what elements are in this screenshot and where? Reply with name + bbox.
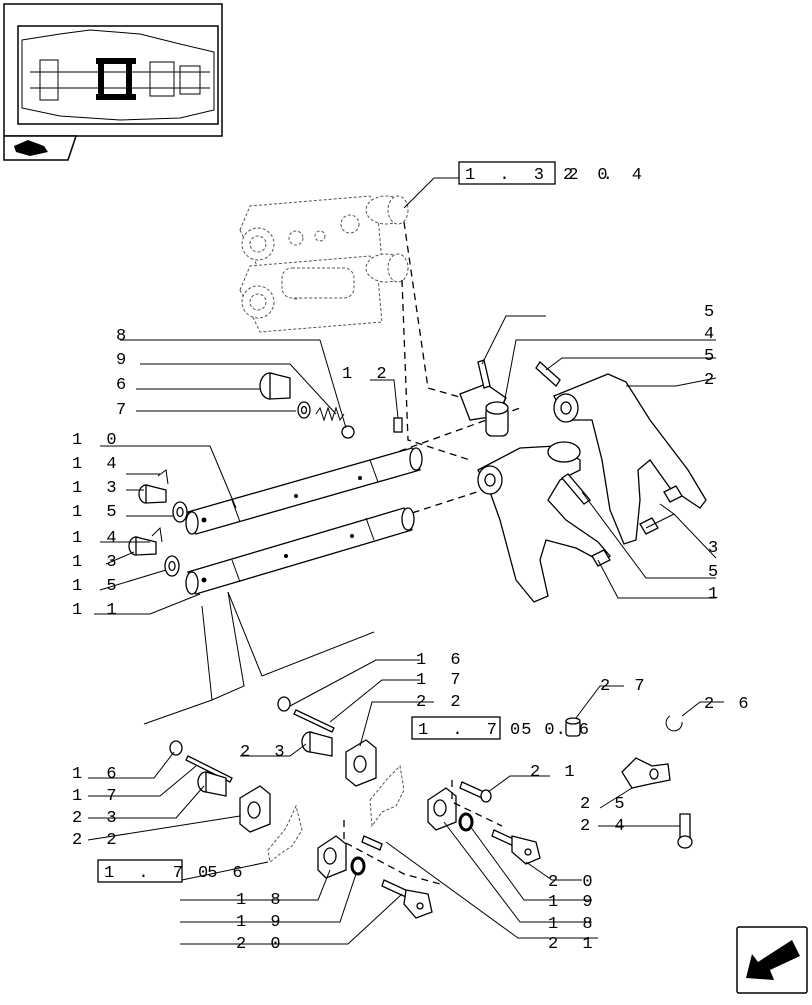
callout-17-upper: 1 7 bbox=[416, 671, 468, 690]
plug-16-lower[interactable] bbox=[169, 740, 183, 756]
lever-22-upper[interactable] bbox=[345, 739, 377, 787]
fork-ref-lower bbox=[267, 804, 303, 863]
callout-14-lower: 1 4 bbox=[72, 529, 124, 548]
callout-11: 1 1 bbox=[72, 601, 124, 620]
callout-19-lower: 1 9 bbox=[236, 913, 288, 932]
callout-20-lower: 2 0 bbox=[236, 935, 288, 954]
detent-plug-6[interactable] bbox=[259, 372, 291, 400]
callout-22-upper: 2 2 bbox=[416, 693, 468, 712]
callout-24: 2 4 bbox=[580, 817, 632, 836]
navigation-arrow-icon[interactable] bbox=[736, 926, 808, 994]
fork-ref-upper bbox=[369, 764, 405, 828]
callout-1: 1 bbox=[708, 585, 725, 604]
callout-8: 8 bbox=[116, 327, 133, 346]
reference-1-75-0-06-lower[interactable]: 1 . 7 5 0 6 bbox=[97, 859, 250, 883]
callout-7: 7 bbox=[116, 401, 133, 420]
callout-9: 9 bbox=[116, 351, 133, 370]
clamp-25[interactable] bbox=[621, 757, 671, 789]
callout-17-lower: 1 7 bbox=[72, 787, 124, 806]
pin-13-upper[interactable] bbox=[138, 484, 167, 504]
clip-26[interactable] bbox=[665, 715, 683, 732]
shift-rod-10[interactable] bbox=[185, 447, 423, 535]
callout-20-upper: 2 0 bbox=[548, 873, 600, 892]
callout-26: 2 6 bbox=[704, 695, 756, 714]
callout-18-upper: 1 8 bbox=[548, 915, 600, 934]
washer-7[interactable] bbox=[297, 401, 311, 419]
callout-21-lower: 2 1 bbox=[548, 935, 600, 954]
svg-text:0 6: 0 6 bbox=[198, 864, 250, 883]
pin-20-upper[interactable] bbox=[491, 829, 541, 865]
bushing-23-upper[interactable] bbox=[301, 731, 333, 757]
callout-23-lower: 2 3 bbox=[72, 809, 124, 828]
shift-rod-11[interactable] bbox=[185, 507, 415, 595]
washer-15-upper[interactable] bbox=[172, 501, 188, 523]
callout-22-lower: 2 2 bbox=[72, 831, 124, 850]
bolt-24[interactable] bbox=[677, 813, 693, 849]
spring-pin-5-mid[interactable] bbox=[535, 361, 561, 387]
callout-15-upper: 1 5 bbox=[72, 503, 124, 522]
book-page-icon[interactable] bbox=[3, 135, 78, 161]
callout-10: 1 0 bbox=[72, 431, 124, 450]
svg-text:1 . 3 2 .: 1 . 3 2 . bbox=[465, 166, 620, 185]
reference-1-32-2-04[interactable]: 1 . 3 2 . 2 0 4 bbox=[458, 161, 649, 185]
pad-fork-1[interactable] bbox=[591, 549, 611, 567]
callout-2: 2 bbox=[704, 371, 721, 390]
callout-23-upper: 2 3 bbox=[240, 743, 292, 762]
callout-19-upper: 1 9 bbox=[548, 893, 600, 912]
callout-5-mid: 5 bbox=[704, 347, 721, 366]
transmission-locator-thumbnail[interactable] bbox=[3, 3, 223, 137]
pin-20-lower[interactable] bbox=[381, 879, 433, 919]
callout-13-upper: 1 3 bbox=[72, 479, 124, 498]
callout-4: 4 bbox=[704, 325, 721, 344]
callout-12: 1 2 bbox=[342, 365, 394, 384]
callout-14-upper: 1 4 bbox=[72, 455, 124, 474]
detent-ball-8[interactable] bbox=[341, 425, 355, 439]
bushing-23-lower[interactable] bbox=[197, 771, 227, 797]
screw-21-lower[interactable] bbox=[361, 835, 383, 851]
cotter-14-upper[interactable] bbox=[157, 469, 169, 485]
svg-text:0 0 6: 0 0 6 bbox=[510, 721, 596, 740]
sleeve-27[interactable] bbox=[565, 717, 581, 737]
washer-15-lower[interactable] bbox=[164, 555, 180, 577]
callout-3: 3 bbox=[708, 539, 725, 558]
shift-fork-1[interactable] bbox=[477, 441, 611, 603]
bracket-18-lower[interactable] bbox=[317, 835, 347, 879]
circlip-19-upper[interactable] bbox=[458, 812, 474, 832]
spring-pin-5-low[interactable] bbox=[561, 473, 591, 505]
spring-pin-5-top[interactable] bbox=[477, 359, 491, 389]
callout-25: 2 5 bbox=[580, 795, 632, 814]
lever-22-lower[interactable] bbox=[239, 785, 271, 833]
pads-3[interactable] bbox=[639, 485, 683, 535]
roll-pin-17-upper[interactable] bbox=[293, 709, 335, 733]
leader-lines bbox=[87, 177, 724, 945]
shift-block-4[interactable] bbox=[459, 383, 509, 437]
shift-fork-2[interactable] bbox=[553, 373, 707, 545]
callout-16-lower: 1 6 bbox=[72, 765, 124, 784]
svg-text:2 0 4: 2 0 4 bbox=[563, 166, 649, 185]
callouts: 8 9 6 7 1 2 1 0 1 4 1 3 1 5 1 4 1 3 1 5 … bbox=[72, 303, 756, 954]
plug-16-upper[interactable] bbox=[277, 696, 291, 712]
callout-18-lower: 1 8 bbox=[236, 891, 288, 910]
callout-16-upper: 1 6 bbox=[416, 651, 468, 670]
callout-13-lower: 1 3 bbox=[72, 553, 124, 572]
gearbox-cover-reference-outline bbox=[239, 195, 409, 333]
callout-27: 2 7 bbox=[600, 677, 652, 696]
callout-15-lower: 1 5 bbox=[72, 577, 124, 596]
callout-5-low: 5 bbox=[708, 563, 725, 582]
circlip-19-lower[interactable] bbox=[350, 856, 366, 876]
callout-6: 6 bbox=[116, 376, 133, 395]
cotter-14-lower[interactable] bbox=[151, 526, 163, 543]
callout-21-upper: 2 1 bbox=[530, 763, 582, 782]
bracket-18-upper[interactable] bbox=[427, 787, 457, 831]
roll-pin-17-lower[interactable] bbox=[185, 755, 233, 783]
svg-text:1 . 7 5 .: 1 . 7 5 . bbox=[418, 721, 573, 740]
detent-spring-9[interactable] bbox=[315, 406, 345, 422]
callout-5-top: 5 bbox=[704, 303, 721, 322]
pin-12[interactable] bbox=[393, 417, 403, 433]
screw-21-upper[interactable] bbox=[459, 781, 492, 803]
